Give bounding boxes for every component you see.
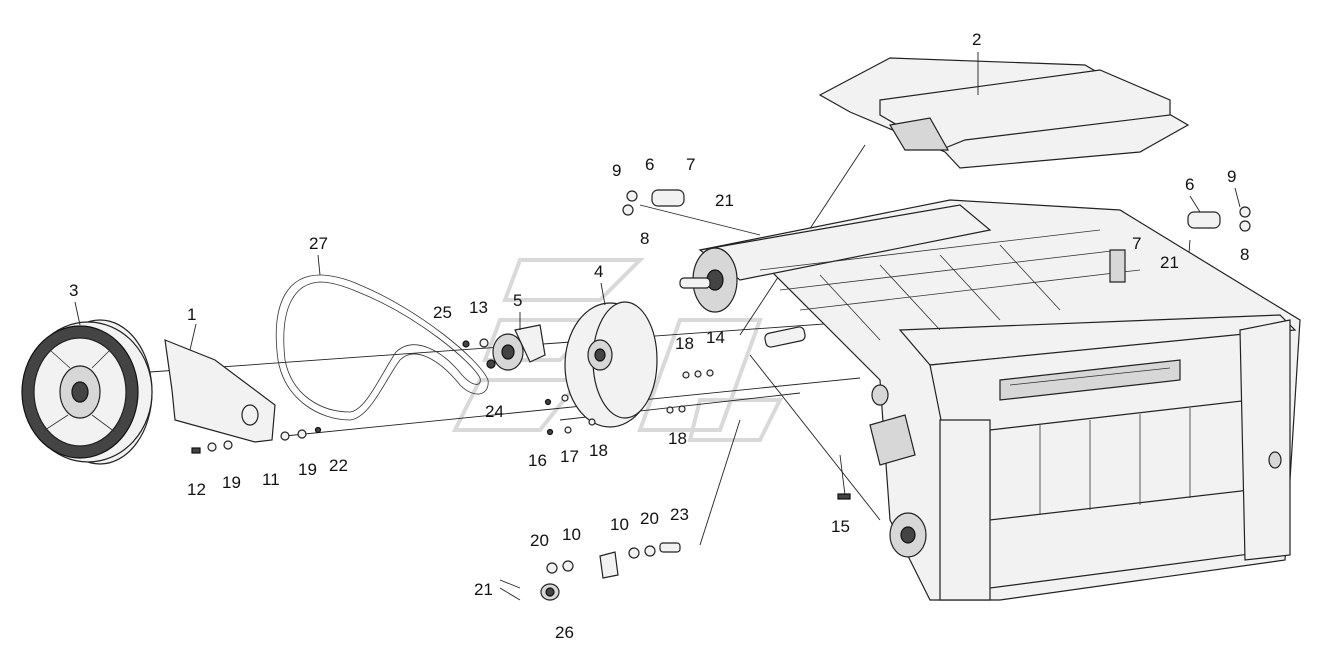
callout-8: 8 [640, 229, 649, 248]
callout-13: 13 [469, 298, 488, 317]
callout-26: 26 [555, 623, 574, 642]
callout-ticks [74, 52, 1241, 601]
callout-22: 22 [329, 456, 348, 475]
cover-2 [818, 57, 1190, 169]
conveyor-frame [679, 199, 1301, 601]
callout-18-lower: 18 [668, 429, 687, 448]
callout-25: 25 [433, 303, 452, 322]
callout-15: 15 [831, 517, 850, 536]
callout-4: 4 [594, 262, 603, 281]
pulley-3 [21, 319, 153, 465]
callout-27: 27 [309, 234, 328, 253]
callout-23: 23 [670, 505, 689, 524]
callout-20: 20 [530, 531, 549, 550]
callout-3: 3 [69, 281, 78, 300]
callout-21-lower: 21 [474, 580, 493, 599]
belt-27 [275, 274, 489, 421]
callout-2: 2 [972, 30, 981, 49]
callout-21: 21 [715, 191, 734, 210]
linkage-26 [540, 542, 681, 601]
fasteners [191, 189, 1251, 500]
callout-1: 1 [187, 305, 196, 324]
callout-9: 9 [612, 161, 621, 180]
callout-12: 12 [187, 480, 206, 499]
callout-19: 19 [222, 473, 241, 492]
callout-18: 18 [675, 334, 694, 353]
callout-10-second: 10 [610, 515, 629, 534]
callout-6-right: 6 [1185, 175, 1194, 194]
callout-19-second: 19 [298, 460, 317, 479]
callout-6: 6 [645, 155, 654, 174]
callout-5: 5 [513, 291, 522, 310]
callout-labels: 1 2 3 4 5 6 7 8 9 10 11 12 13 14 15 16 1… [69, 30, 1249, 642]
callout-7-right: 7 [1132, 234, 1141, 253]
callout-14: 14 [706, 328, 725, 347]
callout-20-second: 20 [640, 509, 659, 528]
callout-8-right: 8 [1240, 245, 1249, 264]
callout-18-bottom: 18 [589, 441, 608, 460]
callout-17: 17 [560, 447, 579, 466]
watermark-logo [451, 258, 784, 442]
callout-16: 16 [528, 451, 547, 470]
bearing-5 [492, 324, 546, 371]
callout-11: 11 [262, 470, 280, 489]
callout-24: 24 [485, 402, 504, 421]
plate-1 [164, 339, 276, 443]
callout-21-right: 21 [1160, 253, 1179, 272]
callout-10: 10 [562, 525, 581, 544]
housing-4 [564, 301, 658, 428]
callout-9-right: 9 [1227, 167, 1236, 186]
callout-7: 7 [686, 155, 695, 174]
